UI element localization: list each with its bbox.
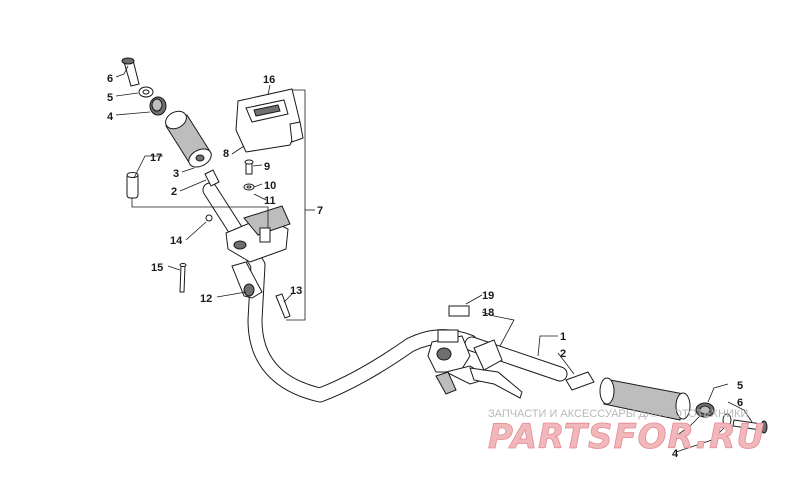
- callout-6-right: 6: [737, 397, 743, 409]
- plug-bracket: [131, 198, 269, 228]
- left-washer: [138, 86, 154, 98]
- callout-15: 15: [151, 262, 163, 274]
- throttle-block: [225, 205, 291, 263]
- switch-housing: [235, 88, 304, 153]
- left-grip: [165, 110, 212, 168]
- housing-washer: [243, 183, 255, 191]
- watermark-caption: ЗАПЧАСТИ И АКСЕССУАРЫ ДЛЯ МОТОТЕХНИКИ: [488, 408, 748, 420]
- callout-6-left: 6: [107, 73, 113, 85]
- callout-5-right: 5: [737, 380, 743, 392]
- callout-1: 1: [560, 331, 566, 343]
- callout-3-right: 3: [672, 431, 678, 443]
- callout-10: 10: [264, 180, 276, 192]
- right-switch-housing: [473, 339, 503, 371]
- brake-lever: [469, 367, 523, 399]
- callout-4-right: 4: [672, 448, 679, 460]
- housing-screw: [244, 159, 254, 175]
- small-screw: [205, 214, 213, 222]
- callout-11: 11: [264, 195, 276, 207]
- callout-13: 13: [290, 285, 302, 297]
- callout-3-left: 3: [173, 168, 179, 180]
- watermark-logo: PARTSFOR.RU: [488, 417, 765, 457]
- left-grip-insert: [204, 169, 220, 187]
- callout-18: 18: [482, 307, 494, 319]
- callout-9: 9: [264, 161, 270, 173]
- watermark: ЗАПЧАСТИ И АКСЕССУАРЫ ДЛЯ МОТОТЕХНИКИ PA…: [488, 408, 765, 457]
- callout-4-left: 4: [107, 111, 114, 123]
- callout-7: 7: [317, 205, 323, 217]
- callout-16: 16: [263, 74, 275, 86]
- right-grip: [599, 377, 691, 421]
- callout-8: 8: [223, 148, 229, 160]
- right-washer: [722, 413, 732, 427]
- left-bar-end: [149, 96, 167, 116]
- right-bar-end: [695, 402, 715, 418]
- brake-master-cylinder: [427, 329, 492, 395]
- throttle-lever: [231, 261, 263, 299]
- heated-grip-plug: [126, 172, 139, 199]
- callout-labels: 6 5 4 17 3 2 16 8 9 10 11 7 14 15 12 13 …: [107, 73, 743, 460]
- long-screw: [179, 263, 187, 293]
- assembly-bracket: [286, 89, 306, 321]
- lever-screw: [275, 293, 291, 319]
- left-end-bolt: [121, 57, 140, 87]
- callout-19: 19: [482, 290, 494, 302]
- callout-2-right: 2: [560, 348, 566, 360]
- reservoir-decal: [448, 305, 470, 317]
- callout-14: 14: [170, 235, 183, 247]
- callout-12: 12: [200, 293, 212, 305]
- leader-lines: [115, 65, 753, 453]
- callout-5-left: 5: [107, 92, 113, 104]
- callout-2-left: 2: [171, 186, 177, 198]
- right-grip-insert: [565, 371, 595, 391]
- right-end-bolt: [732, 419, 768, 434]
- callout-17: 17: [150, 152, 162, 164]
